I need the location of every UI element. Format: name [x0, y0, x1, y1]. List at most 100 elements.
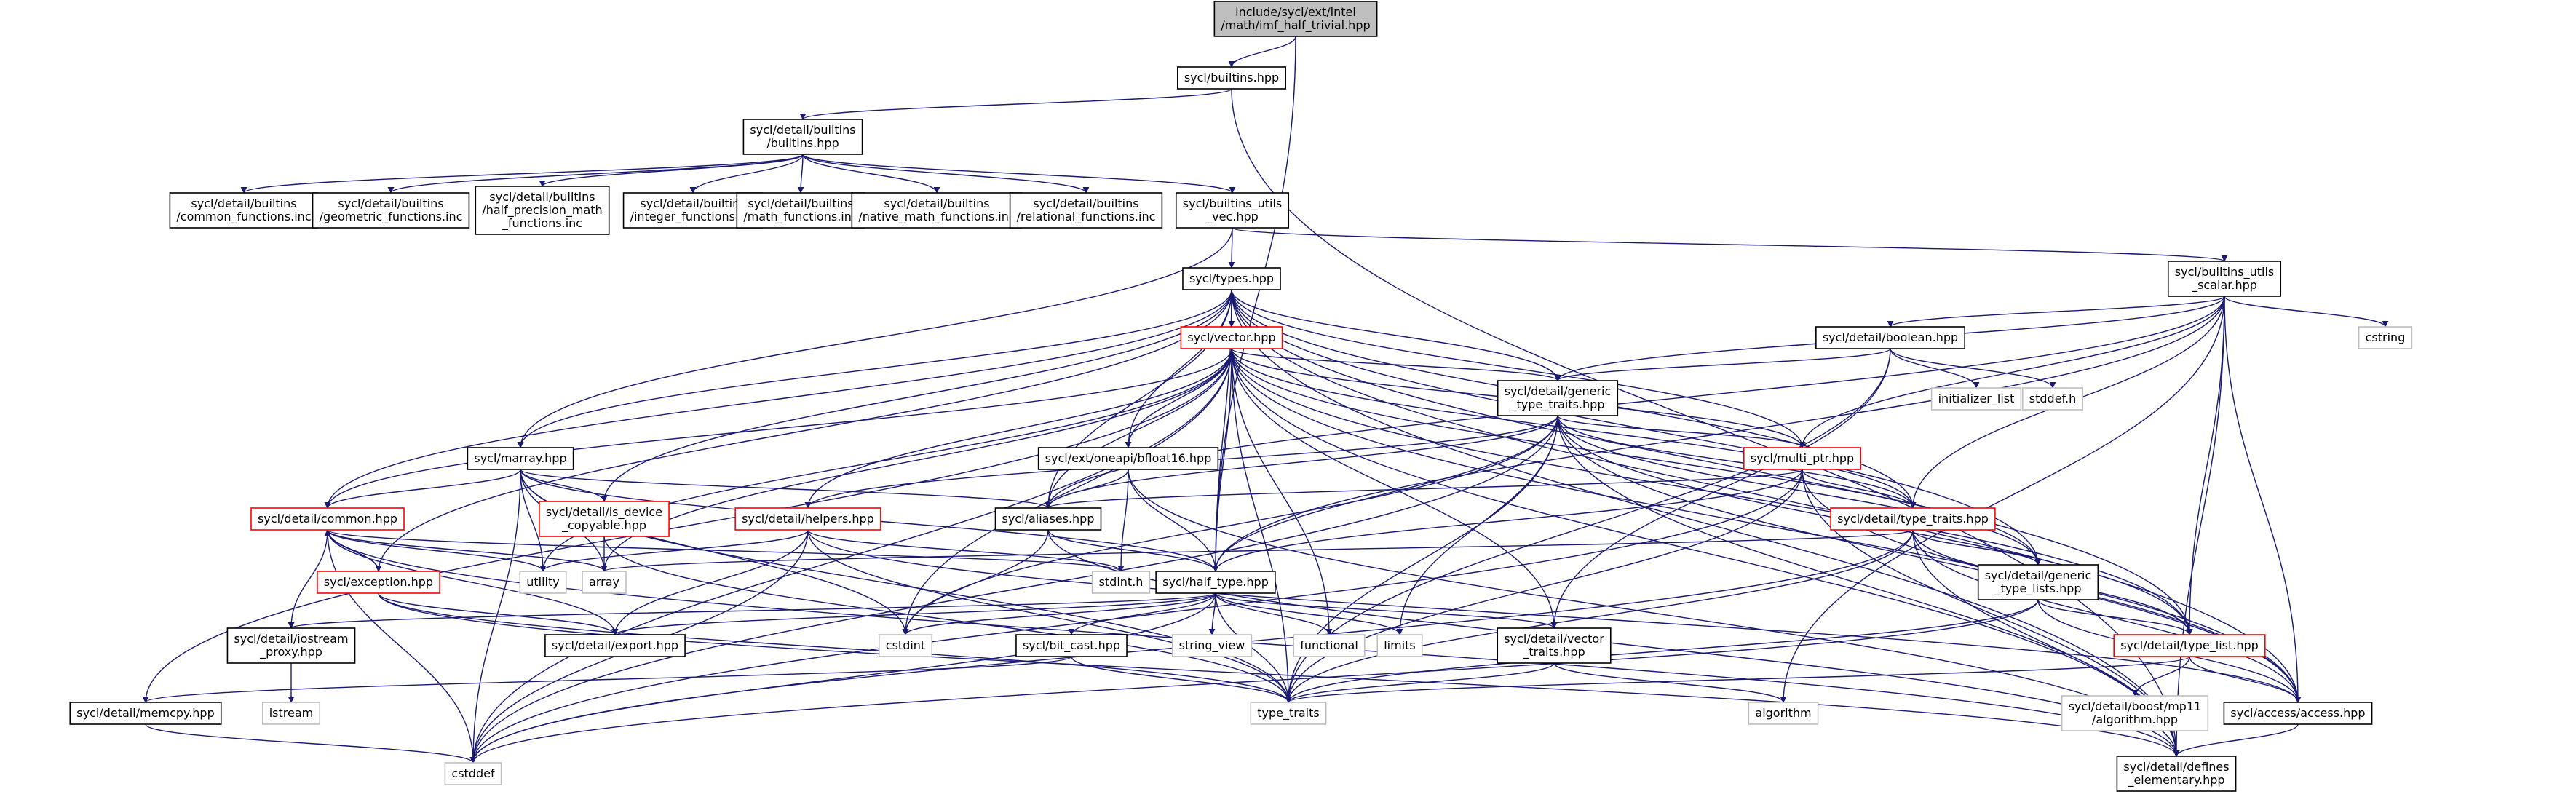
node-box — [994, 507, 1102, 531]
node-marray[interactable]: sycl/marray.hpp — [467, 447, 574, 470]
node-types[interactable]: sycl/types.hpp — [1182, 267, 1281, 290]
edge-marray-to-is-device-copyable — [520, 469, 608, 502]
node-label: _type_traits.hpp — [1510, 397, 1605, 412]
node-math-functions[interactable]: sycl/detail/builtins/math_functions.inc — [736, 192, 865, 229]
node-iostream-proxy[interactable]: sycl/detail/iostream_proxy.hpp — [226, 627, 356, 664]
node-memcpy[interactable]: sycl/detail/memcpy.hpp — [69, 702, 222, 725]
edge-vector-to-type-traits-std — [1231, 348, 1292, 703]
edge-utils-scalar-to-type-list — [2186, 296, 2225, 635]
node-box — [1748, 702, 1819, 725]
node-box — [1743, 447, 1862, 470]
node-utils-scalar[interactable]: sycl/builtins_utils_scalar.hpp — [2167, 261, 2282, 297]
node-bit-cast[interactable]: sycl/bit_cast.hpp — [1015, 634, 1128, 657]
edge-types-to-marray — [517, 289, 1232, 448]
node-label: array — [589, 575, 619, 589]
node-detail-builtins[interactable]: sycl/detail/builtins/builtins.hpp — [742, 119, 863, 155]
node-box — [519, 571, 567, 594]
node-access[interactable]: sycl/access/access.hpp — [2223, 702, 2373, 725]
node-common-functions[interactable]: sycl/detail/builtins/common_functions.in… — [169, 192, 319, 229]
node-utility[interactable]: utility — [519, 571, 567, 594]
node-generic-type-traits[interactable]: sycl/detail/generic_type_traits.hpp — [1497, 380, 1619, 416]
node-half-precision[interactable]: sycl/detail/builtins/half_precision_math… — [475, 186, 610, 235]
node-geometric-functions[interactable]: sycl/detail/builtins/geometric_functions… — [312, 192, 470, 229]
node-type-list[interactable]: sycl/detail/type_list.hpp — [2113, 634, 2266, 657]
node-label: sycl/detail/generic — [1985, 568, 2092, 582]
node-string-view[interactable]: string_view — [1171, 634, 1253, 657]
edge-generic-type-traits-to-access — [1557, 415, 2302, 703]
node-stddef-h[interactable]: stddef.h — [2021, 387, 2084, 411]
node-builtins[interactable]: sycl/builtins.hpp — [1177, 66, 1286, 90]
node-multi-ptr[interactable]: sycl/multi_ptr.hpp — [1743, 447, 1862, 470]
node-cstdint[interactable]: cstdint — [878, 634, 933, 657]
node-defines-elementary[interactable]: sycl/detail/defines_elementary.hpp — [2116, 756, 2237, 792]
node-relational[interactable]: sycl/detail/builtins/relational_function… — [1009, 192, 1163, 229]
node-integer-functions[interactable]: sycl/detail/builtins/integer_functions.i… — [622, 192, 764, 229]
node-export[interactable]: sycl/detail/export.hpp — [544, 634, 686, 657]
edge-half-type-to-cstddef — [469, 592, 1216, 764]
edge-types-to-exception — [375, 289, 1232, 572]
node-box — [1091, 571, 1151, 594]
node-array[interactable]: array — [582, 571, 627, 594]
node-box — [878, 634, 933, 657]
edge-marray-to-aliases — [520, 469, 1052, 509]
edge-bfloat16-to-half-type — [1128, 469, 1219, 572]
node-label: /builtins.hpp — [766, 136, 839, 150]
node-utils-vec[interactable]: sycl/builtins_utils_vec.hpp — [1175, 192, 1290, 229]
node-cstddef[interactable]: cstddef — [444, 762, 502, 785]
node-half-type[interactable]: sycl/half_type.hpp — [1155, 571, 1276, 594]
node-label: type_traits — [1257, 706, 1319, 721]
node-type-traits-std[interactable]: type_traits — [1250, 702, 1327, 725]
node-label: cstddef — [451, 766, 495, 780]
node-initializer-list[interactable]: initializer_list — [1930, 387, 2022, 411]
node-helpers[interactable]: sycl/detail/helpers.hpp — [734, 507, 881, 531]
edge-types-to-multi-ptr — [1231, 289, 1806, 448]
node-box — [444, 762, 502, 785]
node-label: _proxy.hpp — [259, 645, 322, 659]
edge-root-to-half-type — [1212, 36, 1296, 572]
node-algorithm[interactable]: algorithm — [1748, 702, 1819, 725]
node-label: sycl/half_type.hpp — [1162, 575, 1269, 590]
node-label: sycl/detail/type_traits.hpp — [1837, 512, 1989, 526]
node-root[interactable]: include/sycl/ext/intel/math/imf_half_tri… — [1213, 1, 1378, 37]
node-vector[interactable]: sycl/vector.hpp — [1180, 326, 1283, 349]
node-boolean[interactable]: sycl/detail/boolean.hpp — [1815, 326, 1965, 349]
node-type-traits-sycl[interactable]: sycl/detail/type_traits.hpp — [1830, 507, 1996, 531]
node-label: stddef.h — [2029, 392, 2076, 405]
node-is-device-copyable[interactable]: sycl/detail/is_device_copyable.hpp — [539, 501, 670, 537]
node-stdint-h[interactable]: stdint.h — [1091, 571, 1151, 594]
node-label: sycl/marray.hpp — [474, 451, 566, 465]
node-limits[interactable]: limits — [1376, 634, 1423, 657]
node-exception[interactable]: sycl/exception.hpp — [317, 571, 440, 594]
node-native-math[interactable]: sycl/detail/builtins/native_math_functio… — [851, 192, 1023, 229]
node-detail-common[interactable]: sycl/detail/common.hpp — [250, 507, 405, 531]
node-box — [1213, 1, 1378, 37]
edge-utils-vec-to-utils-scalar — [1232, 227, 2227, 262]
node-box — [742, 119, 863, 155]
node-label: sycl/detail/builtins — [750, 123, 855, 137]
node-aliases[interactable]: sycl/aliases.hpp — [994, 507, 1102, 531]
node-box — [539, 501, 670, 537]
node-generic-type-lists[interactable]: sycl/detail/generic_type_lists.hpp — [1977, 564, 2099, 600]
node-label: sycl/detail/is_device — [546, 505, 662, 520]
edge-generic-type-traits-to-generic-type-lists — [1557, 415, 2042, 566]
node-box — [1182, 267, 1281, 290]
node-bfloat16[interactable]: sycl/ext/oneapi/bfloat16.hpp — [1037, 447, 1219, 470]
node-cstring[interactable]: cstring — [2358, 326, 2413, 349]
node-label: sycl/bit_cast.hpp — [1023, 638, 1120, 653]
node-box — [1177, 66, 1286, 90]
node-box — [2358, 326, 2413, 349]
node-istream[interactable]: istream — [261, 702, 321, 725]
edge-detail-builtins-to-common-functions — [240, 154, 804, 194]
node-label: /relational_functions.inc — [1017, 210, 1156, 224]
edge-bit-cast-to-memcpy — [142, 656, 1072, 703]
edge-exception-to-type-traits-std — [378, 592, 1292, 703]
node-box — [734, 507, 881, 531]
edge-memcpy-to-cstddef — [145, 723, 477, 764]
edge-bit-cast-to-type-traits-std — [1071, 656, 1292, 703]
node-vector-traits[interactable]: sycl/detail/vector_traits.hpp — [1497, 627, 1612, 664]
node-box — [1497, 380, 1619, 416]
edge-half-type-to-limits — [1215, 592, 1403, 635]
edge-multi-ptr-to-aliases — [1045, 469, 1803, 509]
node-functional[interactable]: functional — [1293, 634, 1366, 657]
node-mp11-algorithm[interactable]: sycl/detail/boost/mp11/algorithm.hpp — [2061, 695, 2209, 731]
